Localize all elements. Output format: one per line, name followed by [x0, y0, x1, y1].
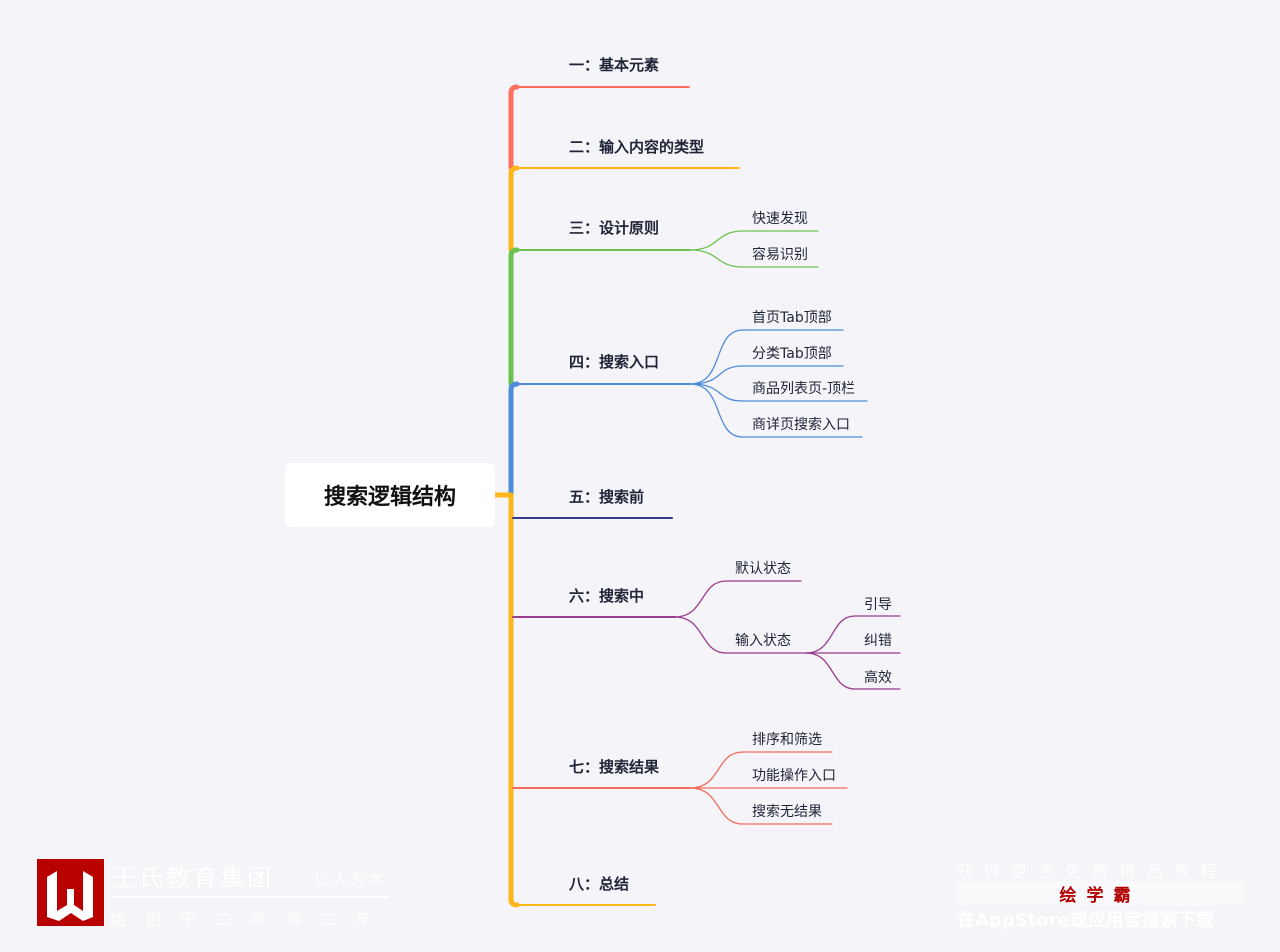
- spine-segment-4: [508, 381, 520, 498]
- org-since: 始 创 于 二 零 零 二 年: [110, 910, 379, 929]
- node-detail-search-entry[interactable]: 商详页搜索入口: [752, 417, 850, 433]
- watermark-divider: [112, 896, 389, 898]
- promo-brand-text: 绘学霸: [1059, 885, 1141, 906]
- node-input-state[interactable]: 输入状态: [735, 633, 791, 649]
- node-home-tab-top[interactable]: 首页Tab顶部: [752, 310, 832, 326]
- branch-summary[interactable]: 八：总结: [569, 875, 630, 893]
- branch-design-principles[interactable]: 三：设计原则: [569, 219, 660, 237]
- root-node[interactable]: 搜索逻辑结构: [285, 463, 495, 527]
- node-function-entry[interactable]: 功能操作入口: [752, 768, 836, 784]
- promo-brand: 绘学霸: [957, 881, 1243, 906]
- branch-search-results[interactable]: 七：搜索结果: [569, 758, 660, 776]
- node-guide[interactable]: 引导: [864, 597, 892, 613]
- promo-line2: 在AppStore或应用宝搜索下载: [957, 910, 1214, 931]
- node-correction[interactable]: 纠错: [864, 633, 892, 649]
- spine-segment-1: [508, 84, 520, 171]
- branch-before-search[interactable]: 五：搜索前: [569, 488, 645, 506]
- node-default-state[interactable]: 默认状态: [735, 561, 791, 577]
- node-no-results[interactable]: 搜索无结果: [752, 804, 822, 820]
- node-category-tab-top[interactable]: 分类Tab顶部: [752, 346, 832, 362]
- node-product-list-topbar[interactable]: 商品列表页-顶栏: [752, 381, 856, 397]
- branch-basic-elements[interactable]: 一：基本元素: [569, 56, 660, 74]
- node-quick-discovery[interactable]: 快速发现: [752, 211, 808, 227]
- org-name: 王氏教育集团: [112, 864, 274, 892]
- node-easy-recognition[interactable]: 容易识别: [752, 247, 808, 263]
- w-logo-icon: [47, 871, 93, 921]
- branch-search-entry[interactable]: 四：搜索入口: [569, 353, 660, 371]
- org-logo: [37, 859, 104, 926]
- node-sort-filter[interactable]: 排序和筛选: [752, 732, 822, 748]
- branch-input-types[interactable]: 二：输入内容的类型: [569, 138, 705, 156]
- org-motto: 以人为本: [314, 870, 387, 889]
- promo-line1: 获 得 更 多 免 费 精 品 教 程: [957, 862, 1220, 881]
- spine-segment-3: [508, 247, 520, 387]
- branch-during-search[interactable]: 六：搜索中: [569, 587, 645, 605]
- node-efficiency[interactable]: 高效: [864, 670, 892, 686]
- spine-segment-lower: [508, 492, 520, 908]
- spine-segment-2: [508, 165, 520, 253]
